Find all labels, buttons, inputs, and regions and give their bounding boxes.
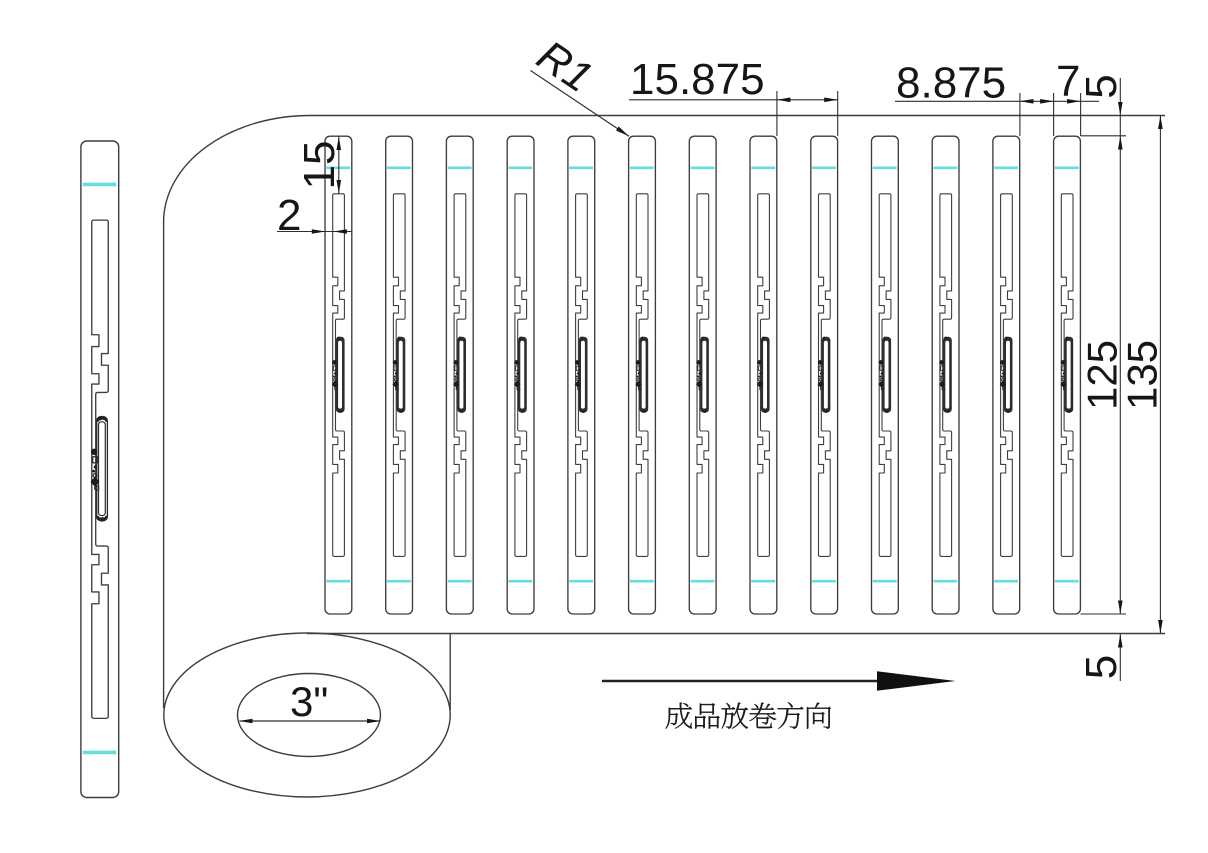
svg-text:135: 135 — [1119, 340, 1166, 410]
svg-text:2: 2 — [277, 191, 301, 240]
svg-text:7: 7 — [1056, 57, 1080, 106]
svg-text:3": 3" — [290, 678, 328, 725]
svg-text:8.875: 8.875 — [896, 59, 1006, 108]
svg-text:5: 5 — [1077, 655, 1126, 679]
svg-text:125: 125 — [1079, 340, 1126, 410]
svg-text:5: 5 — [1077, 74, 1126, 98]
svg-text:15: 15 — [295, 141, 344, 190]
svg-text:15.875: 15.875 — [630, 55, 765, 104]
